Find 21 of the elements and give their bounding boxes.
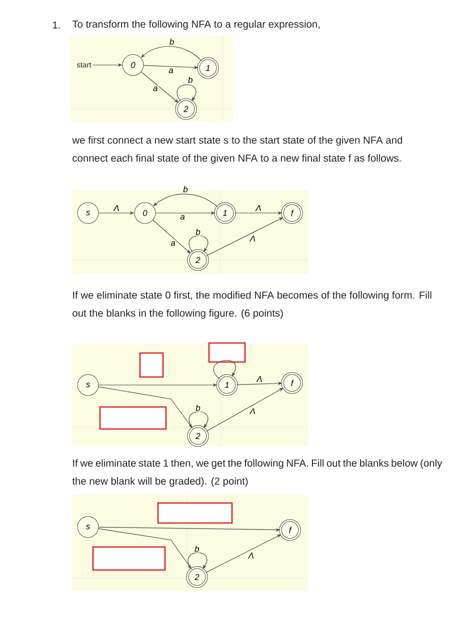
- answer-box: [99, 406, 167, 430]
- paragraph: If we eliminate state 0 first, the modified NFA becomes of the following form. Fill out the blanks in the following figure. (6 points): [72, 291, 432, 319]
- answer-box: [92, 546, 166, 571]
- edge-label: Λ: [249, 408, 256, 415]
- arrow: [213, 360, 236, 380]
- answer-box: [208, 342, 246, 363]
- edge-label: b: [168, 38, 175, 46]
- text-line: 1.: [52, 22, 60, 28]
- paragraph: If we eliminate state 1 then, we get the following NFA. Fill out the blanks below (only the new blank will be graded). (2 point): [72, 459, 442, 487]
- arrow: [176, 84, 196, 102]
- paragraph: we first connect a new start state s to the start state of the given NFA and connect each final state of the given NFA to a new final state f as follows.: [72, 136, 402, 164]
- arrow: [140, 72, 178, 103]
- edge-label: b: [182, 185, 189, 194]
- answer-box: [157, 502, 233, 524]
- answer-box: [139, 352, 164, 378]
- arrow: [188, 411, 208, 428]
- arrow: [188, 552, 208, 570]
- edge-label: a: [152, 86, 159, 92]
- arrow: [206, 388, 284, 432]
- text-line: To transform the following NFA to a regular expression,: [72, 20, 320, 30]
- arrow: [188, 235, 208, 252]
